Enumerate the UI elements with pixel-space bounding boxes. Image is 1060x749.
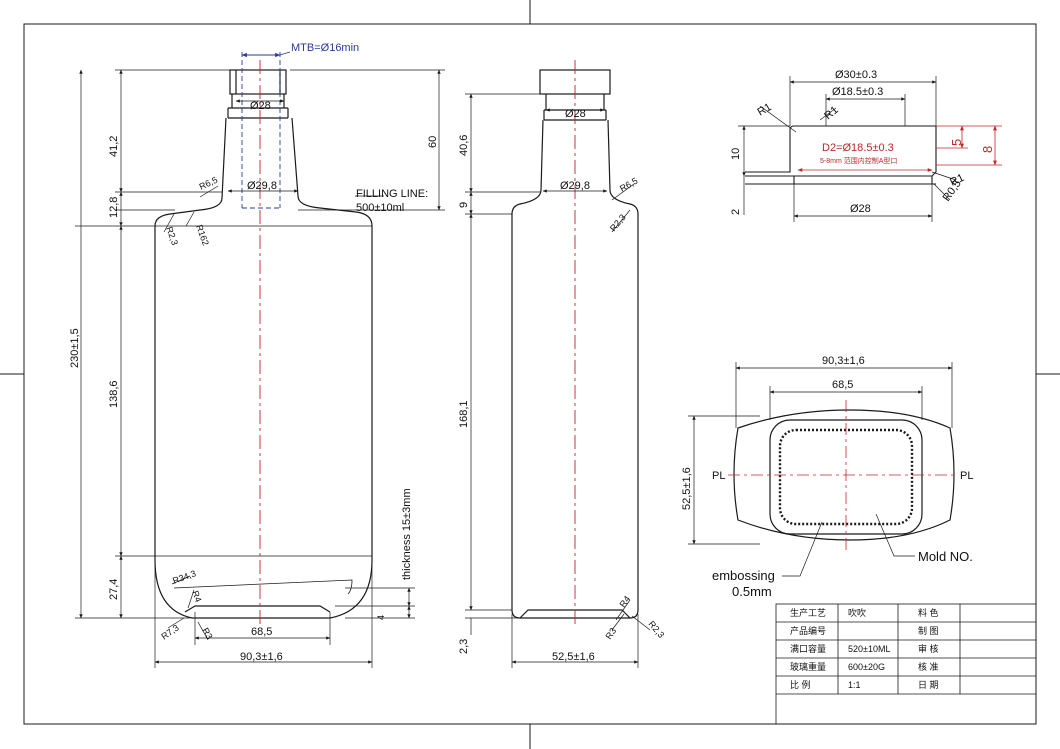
finish-outline — [745, 125, 937, 185]
finish-d2: D2=Ø18.5±0.3 — [822, 142, 894, 154]
title-block-grid — [775, 603, 1037, 725]
front-mtb-label: MTB=Ø16min — [291, 42, 359, 54]
front-radius-body-a: R2,3 — [164, 225, 180, 246]
front-filling-line-value: 500±10ml — [356, 202, 404, 214]
side-dimension-lines — [465, 93, 651, 668]
finish-d18: Ø18.5±0.3 — [832, 86, 883, 98]
front-height-27: 27,4 — [108, 579, 120, 600]
base-width-inner: 68,5 — [832, 379, 853, 391]
finish-r1-c: R1 — [948, 172, 966, 189]
side-radius-shoulder: R6,5 — [618, 176, 639, 194]
finish-height-10: 10 — [730, 148, 742, 160]
front-radius-r4: R4 — [190, 589, 203, 603]
front-radius-r3: R3 — [200, 626, 214, 641]
front-neck-dia: Ø28 — [250, 100, 271, 112]
title-label-review: 审 核 — [918, 643, 939, 654]
base-mold-no: Mold NO. — [918, 549, 973, 564]
title-row-5: 比 例 1:1 日 期 — [790, 679, 939, 690]
side-width-total: 52,5±1,6 — [552, 651, 595, 663]
title-row-2: 产品编号 制 图 — [790, 625, 939, 636]
title-label-date: 日 期 — [918, 680, 939, 690]
side-view: Ø28 Ø29,8 R6,5 R2,3 40,6 9 168,1 2,3 R4 … — [458, 60, 666, 668]
front-filling-line-label: FILLING LINE: — [356, 188, 428, 200]
front-height-12: 12,8 — [108, 197, 120, 218]
front-height-60: 60 — [427, 136, 439, 148]
front-radius-body-b: R162 — [194, 223, 211, 247]
base-pl-left: PL — [712, 470, 725, 482]
base-width-total: 90,3±1,6 — [822, 355, 865, 367]
front-thickness: thickness 15±3mm — [401, 488, 413, 580]
front-dimension-lines — [75, 69, 445, 668]
front-height-4: 4 — [376, 615, 386, 620]
title-label-approve: 核 准 — [918, 661, 939, 672]
front-radius-base: R34,3 — [171, 568, 197, 586]
title-label-process: 生产工艺 — [790, 607, 826, 618]
front-view: MTB=Ø16min — [69, 42, 445, 668]
front-width-total: 90,3±1,6 — [240, 651, 283, 663]
side-neck-dia: Ø28 — [565, 108, 586, 120]
side-radius-r23: R2,3 — [608, 212, 628, 233]
front-height-41: 41,2 — [108, 136, 120, 157]
title-value-capacity: 520±10ML — [848, 644, 890, 654]
title-label-color: 料 色 — [918, 607, 939, 618]
title-value-scale: 1:1 — [848, 680, 861, 690]
finish-height-5: 5 — [949, 139, 964, 146]
side-height-168: 168,1 — [458, 400, 470, 428]
title-label-drawn: 制 图 — [918, 625, 939, 636]
finish-d28: Ø28 — [850, 203, 871, 215]
front-bottle-outline — [154, 69, 373, 619]
title-label-scale: 比 例 — [790, 679, 811, 690]
finish-r1-b: R1 — [822, 104, 840, 122]
front-radius-shoulder: R6,5 — [198, 175, 219, 192]
finish-dimension-lines — [738, 76, 957, 222]
side-shoulder-dia: Ø29,8 — [560, 180, 590, 192]
base-embossing: embossing — [712, 568, 775, 583]
title-value-process: 吹吹 — [848, 607, 866, 618]
title-value-weight: 600±20G — [848, 662, 885, 672]
front-height-138: 138,6 — [108, 380, 120, 408]
side-height-9: 9 — [458, 202, 470, 208]
title-label-capacity: 满口容量 — [790, 643, 826, 654]
base-view: 90,3±1,6 68,5 52,5±1,6 PL PL Mold NO. em… — [681, 355, 973, 599]
base-height-total: 52,5±1,6 — [681, 467, 693, 510]
front-height-total: 230±1,5 — [69, 328, 81, 368]
finish-note: 5-8mm 范围内控制A型口 — [820, 156, 897, 165]
base-dimension-lines — [688, 362, 953, 577]
front-width-base: 68,5 — [251, 626, 272, 638]
side-height-40: 40,6 — [458, 135, 470, 156]
finish-d30: Ø30±0.3 — [835, 69, 877, 81]
finish-detail: Ø30±0.3 Ø18.5±0.3 D2=Ø18.5±0.3 5-8mm 范围内… — [730, 69, 1002, 222]
finish-r1-a: R1 — [756, 101, 774, 118]
base-embossing-depth: 0.5mm — [732, 584, 772, 599]
finish-height-2: 2 — [730, 209, 742, 215]
finish-height-8: 8 — [980, 146, 995, 153]
side-height-2: 2,3 — [458, 639, 470, 654]
title-row-1: 生产工艺 吹吹 料 色 — [790, 607, 939, 618]
side-radius-r3: R3 — [603, 626, 618, 641]
title-row-4: 玻璃重量 600±20G 核 准 — [790, 661, 939, 672]
base-pl-right: PL — [960, 470, 973, 482]
front-mtb-lines — [241, 51, 291, 209]
title-label-product-no: 产品编号 — [790, 625, 826, 636]
front-shoulder-dia: Ø29,8 — [247, 180, 277, 192]
title-row-3: 满口容量 520±10ML 审 核 — [790, 643, 939, 654]
side-radius-r4: R4 — [617, 594, 632, 609]
title-block: 生产工艺 吹吹 料 色 产品编号 制 图 满口容量 520±10ML 审 核 玻… — [775, 603, 1037, 725]
title-label-weight: 玻璃重量 — [790, 661, 826, 672]
finish-red-annotations — [797, 125, 1002, 172]
front-radius-r7: R7,3 — [159, 623, 180, 642]
